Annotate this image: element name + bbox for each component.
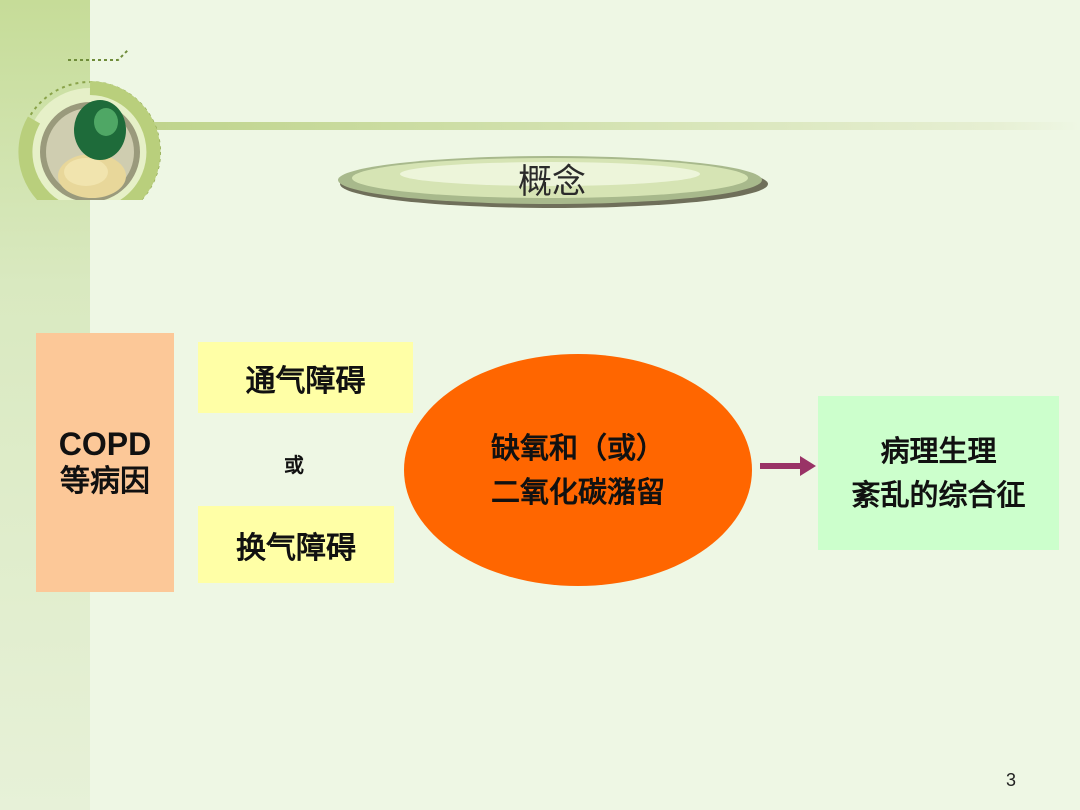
- gas-exchange-disorder-box: 换气障碍: [198, 506, 394, 583]
- page-number: 3: [1005, 770, 1016, 790]
- slide-title: 概念: [518, 161, 586, 202]
- decorative-logo-icon: [18, 49, 161, 200]
- right-arrow-icon: [760, 456, 816, 476]
- result-line-1: 病理生理: [880, 434, 997, 468]
- or-connector-label: 或: [284, 452, 304, 477]
- core-mechanism-ellipse: 缺氧和（或） 二氧化碳潴留: [404, 354, 752, 586]
- result-box: 病理生理 紊乱的综合征: [818, 396, 1059, 550]
- header-divider: [150, 122, 1080, 130]
- result-line-2: 紊乱的综合征: [851, 478, 1026, 512]
- core-line-2: 二氧化碳潴留: [490, 475, 665, 509]
- cause-box: COPD 等病因: [36, 333, 174, 592]
- ventilation-disorder-box: 通气障碍: [198, 342, 413, 413]
- title-pill-shape: [338, 156, 768, 208]
- core-line-1: 缺氧和（或）: [490, 431, 665, 465]
- cause-line-1: COPD: [58, 425, 152, 462]
- cause-line-2: 等病因: [60, 463, 150, 499]
